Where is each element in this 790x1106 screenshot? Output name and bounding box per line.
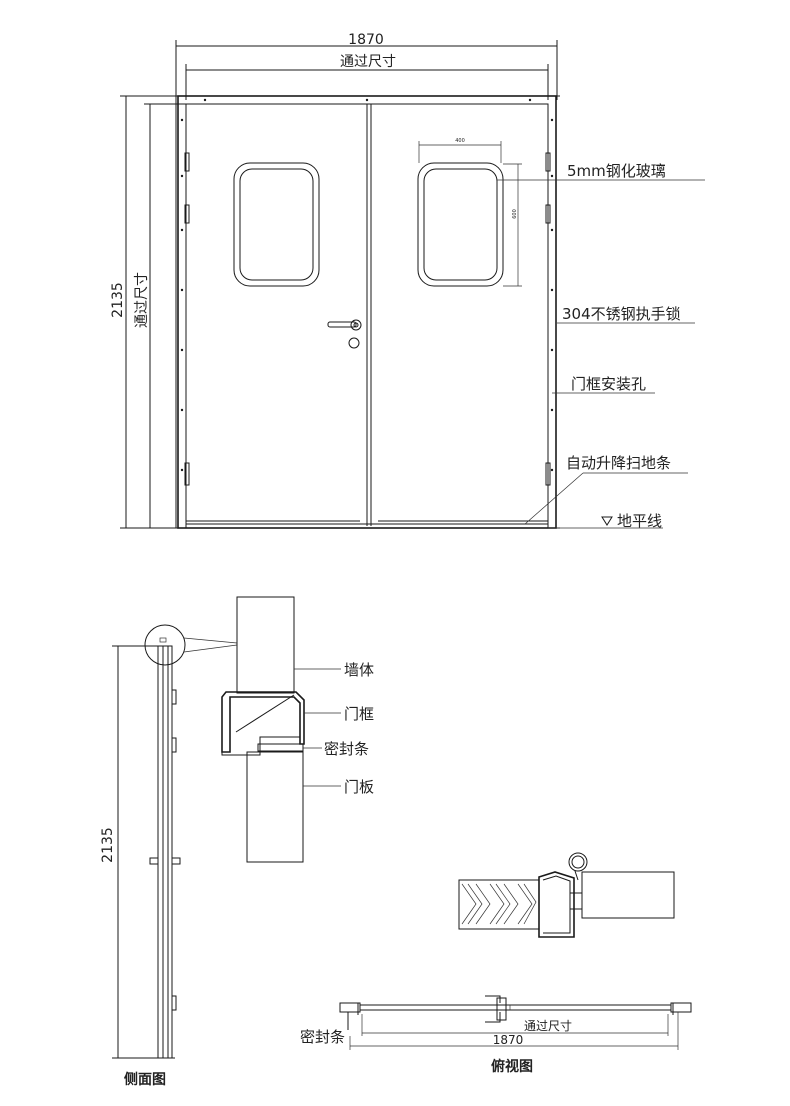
frame-holes-callout-text: 门框安装孔	[571, 375, 646, 393]
left-vision-window	[233, 162, 320, 287]
frame-label: 门框	[344, 705, 374, 723]
wall-section	[236, 596, 295, 694]
frame-mounting-holes	[180, 98, 554, 472]
glass-callout-text: 5mm钢化玻璃	[567, 162, 666, 180]
side-frame-profile	[157, 645, 164, 1059]
section-detail: 墙体 门框 密封条 门板	[221, 596, 374, 863]
section-labels: 墙体 门框 密封条 门板	[294, 661, 374, 796]
top-width-value: 1870	[493, 1033, 524, 1047]
seal-label: 密封条	[324, 740, 369, 758]
wall-label: 墙体	[344, 661, 374, 679]
door-frame	[120, 95, 560, 529]
hinge-plan-detail	[458, 852, 675, 938]
frame-jamb	[538, 871, 575, 938]
side-hinge-top	[171, 689, 177, 705]
callout-glass: 5mm钢化玻璃	[497, 162, 705, 181]
leaf-label: 门板	[344, 778, 374, 796]
hinges	[184, 152, 551, 486]
overall-height-value: 2135	[110, 282, 126, 318]
floor-callout-text: 地平线	[617, 512, 662, 530]
top-seal-label: 密封条	[300, 1028, 345, 1046]
seal-strip	[257, 743, 304, 752]
top-width-dimension: 1870	[349, 1012, 679, 1050]
top-clear-label: 通过尺寸	[524, 1019, 572, 1033]
side-handle	[149, 857, 181, 865]
wall-hatch	[461, 883, 537, 925]
window-width-value: 400	[455, 138, 465, 144]
overall-width-dimension: 1870	[175, 32, 558, 528]
side-view-caption: 侧面图	[124, 1071, 166, 1088]
side-hinge-bottom	[171, 995, 177, 1011]
callout-lock: 304不锈钢执手锁	[557, 305, 695, 324]
right-vision-window	[417, 162, 504, 287]
window-dimensions: 400 600	[418, 138, 522, 287]
hinge-knuckle-icon	[568, 852, 588, 881]
clear-height-label: 通过尺寸	[134, 272, 150, 328]
floor-level-marker-icon	[601, 516, 613, 526]
sweep-callout-text: 自动升降扫地条	[566, 454, 671, 472]
callout-frame-holes: 门框安装孔	[552, 375, 655, 394]
callout-floor-line: 地平线	[548, 512, 663, 530]
top-view: 通过尺寸 1870 密封条 俯视图	[300, 995, 692, 1075]
side-view: 2135 侧面图	[100, 624, 238, 1088]
clear-width-label: 通过尺寸	[340, 54, 396, 70]
top-view-handle	[485, 995, 507, 1023]
jamb-stop	[569, 892, 583, 910]
top-view-caption: 俯视图	[491, 1058, 533, 1075]
window-height-value: 600	[512, 209, 518, 219]
frame-profile	[221, 691, 305, 756]
callout-sweep: 自动升降扫地条	[524, 454, 688, 525]
top-view-frame	[339, 1002, 692, 1015]
lock-callout-text: 304不锈钢执手锁	[562, 305, 681, 323]
overall-width-value: 1870	[348, 32, 384, 48]
front-view: 1870 通过尺寸 2135 通过尺寸	[110, 32, 705, 530]
side-height-value: 2135	[100, 827, 116, 863]
top-clear-dimension: 通过尺寸	[361, 1014, 669, 1036]
door-leaf-section	[246, 751, 304, 863]
clear-width-dimension: 通过尺寸	[185, 54, 549, 100]
wall-block	[458, 879, 540, 930]
door-leaf-plan	[581, 871, 675, 919]
lever-handle-lock	[327, 319, 362, 349]
clear-height-dimension: 通过尺寸	[134, 103, 186, 528]
detail-magnifier	[144, 624, 238, 666]
side-hinge-mid	[171, 737, 177, 753]
